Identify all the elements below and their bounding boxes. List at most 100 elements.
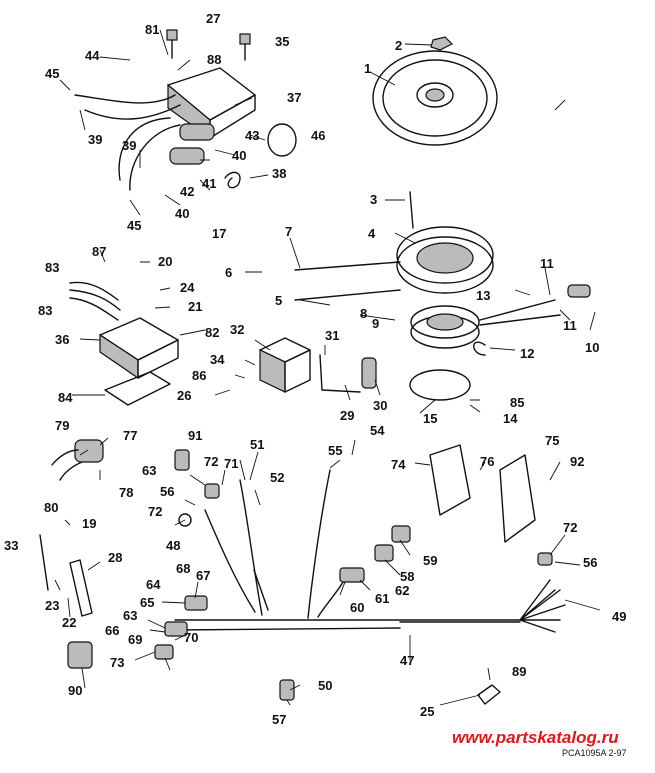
callout-83a: 83 [45, 260, 59, 275]
rectifier-leads [69, 281, 121, 321]
callout-49: 49 [612, 609, 626, 624]
callout-72c: 72 [563, 520, 577, 535]
relay [74, 439, 104, 463]
stator [396, 226, 494, 294]
callout-90: 90 [68, 683, 82, 698]
callout-15: 15 [423, 411, 437, 426]
callout-51: 51 [250, 437, 264, 452]
callout-19: 19 [82, 516, 96, 531]
callout-25: 25 [420, 704, 434, 719]
gasket-84 [104, 371, 171, 406]
stator-leads [294, 261, 561, 326]
boot-30 [361, 357, 377, 389]
callout-29: 29 [340, 408, 354, 423]
timer-base [410, 305, 480, 349]
retainer-15 [409, 369, 471, 401]
connector-10 [567, 284, 591, 298]
connector-57 [279, 679, 295, 701]
callout-79: 79 [55, 418, 69, 433]
connector-59 [391, 525, 411, 543]
callout-80: 80 [44, 500, 58, 515]
callout-4: 4 [368, 226, 376, 241]
callout-39b: 39 [122, 138, 136, 153]
callout-75: 75 [545, 433, 559, 448]
harness-branches [519, 579, 566, 633]
callout-84: 84 [58, 390, 73, 405]
strap-33 [39, 534, 49, 591]
figure-code: PCA1095A 2-97 [562, 748, 627, 758]
callout-27: 27 [206, 11, 220, 26]
connector-64 [184, 595, 208, 611]
callout-35: 35 [275, 34, 289, 49]
callout-85: 85 [510, 395, 524, 410]
connector-58 [374, 544, 394, 562]
callout-30: 30 [373, 398, 387, 413]
callout-87: 87 [92, 244, 106, 259]
callout-63b: 63 [123, 608, 137, 623]
connector-66 [164, 621, 188, 637]
callout-24: 24 [180, 280, 195, 295]
callout-54: 54 [370, 423, 385, 438]
callout-72a: 72 [204, 454, 218, 469]
callout-17: 17 [212, 226, 226, 241]
main-harness [174, 469, 561, 631]
callout-20: 20 [158, 254, 172, 269]
callout-76: 76 [480, 454, 494, 469]
fuse-91 [174, 449, 190, 471]
callout-34: 34 [210, 352, 225, 367]
callout-66: 66 [105, 623, 119, 638]
callout-13: 13 [476, 288, 490, 303]
callout-7: 7 [285, 224, 292, 239]
callout-21: 21 [188, 299, 202, 314]
callout-22: 22 [62, 615, 76, 630]
boot-29 [319, 354, 361, 393]
connector-62 [339, 567, 365, 583]
watermark: www.partskatalog.ru [452, 728, 619, 747]
callout-12: 12 [520, 346, 534, 361]
callout-43: 43 [245, 128, 259, 143]
callout-5: 5 [275, 293, 282, 308]
callout-52: 52 [270, 470, 284, 485]
callout-44: 44 [85, 48, 100, 63]
screw-35 [239, 33, 251, 61]
callout-14: 14 [503, 411, 518, 426]
callout-6: 6 [225, 265, 232, 280]
callout-78: 78 [119, 485, 133, 500]
callout-31: 31 [325, 328, 339, 343]
callout-69: 69 [128, 632, 142, 647]
nut [430, 36, 454, 51]
callout-58: 58 [400, 569, 414, 584]
callout-40a: 40 [232, 148, 246, 163]
coil-43 [179, 123, 215, 141]
callout-68: 68 [176, 561, 190, 576]
callout-70: 70 [184, 630, 198, 645]
callout-36: 36 [55, 332, 69, 347]
callout-56a: 56 [160, 484, 174, 499]
clip-38 [224, 171, 241, 189]
callout-60: 60 [350, 600, 364, 615]
callout-41: 41 [202, 176, 216, 191]
harness-wrap [253, 569, 521, 623]
callout-91: 91 [188, 428, 202, 443]
callout-26: 26 [177, 388, 191, 403]
strap-28 [69, 559, 93, 617]
callout-10: 10 [585, 340, 599, 355]
flywheel [372, 50, 498, 146]
callout-37: 37 [287, 90, 301, 105]
callout-62: 62 [395, 583, 409, 598]
connector-73 [154, 644, 174, 660]
callout-50: 50 [318, 678, 332, 693]
callout-77: 77 [123, 428, 137, 443]
callout-45b: 45 [127, 218, 141, 233]
callout-57: 57 [272, 712, 286, 727]
ignition-coil [259, 337, 311, 393]
callout-64: 64 [146, 577, 161, 592]
callout-11b: 11 [563, 318, 577, 333]
callout-88: 88 [207, 52, 221, 67]
connector-72 [204, 483, 220, 499]
callout-83b: 83 [38, 303, 52, 318]
upper-harness [74, 94, 181, 191]
callout-82: 82 [205, 325, 219, 340]
callout-55: 55 [328, 443, 342, 458]
